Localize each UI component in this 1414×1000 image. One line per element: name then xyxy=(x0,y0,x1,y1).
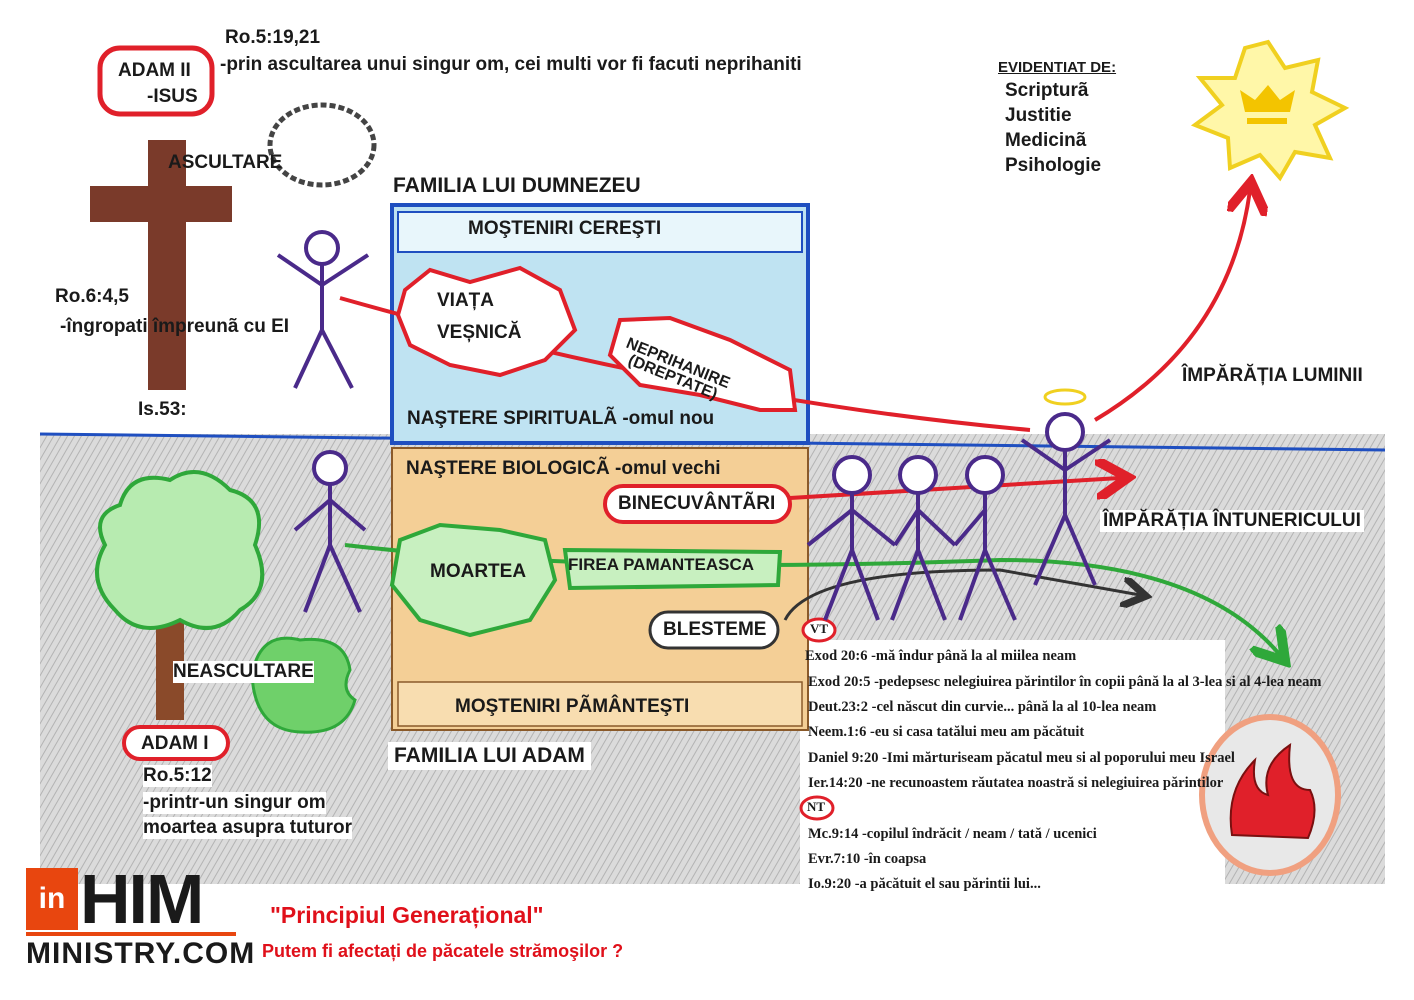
saved-man-figure xyxy=(1020,412,1112,586)
verse-vt: Neem.1:6 -eu si casa tatălui meu am păcă… xyxy=(808,724,1085,740)
generation-figure-3 xyxy=(953,455,1017,621)
evidentiat-item: Medicinã xyxy=(1005,130,1087,151)
ro5-12-ref: Ro.5:12 xyxy=(143,765,212,787)
ro6-ref: Ro.6:4,5 xyxy=(55,286,129,307)
kingdom-light: ÎMPĂRĂȚIA LUMINII xyxy=(1182,365,1363,386)
generation-figure-1 xyxy=(806,455,897,621)
kingdom-darkness: ÎMPĂRĂȚIA ÎNTUNERICULUI xyxy=(1100,510,1364,532)
verse-vt: Ier.14:20 -ne recunoastem răutatea noast… xyxy=(808,775,1224,791)
new-man-figure xyxy=(276,230,370,389)
evidentiat-item: Scripturã xyxy=(1005,80,1089,101)
verse-vt: Deut.23:2 -cel născut din curvie... până… xyxy=(808,699,1157,715)
ro5-19-text: -prin ascultarea unui singur om, cei mul… xyxy=(220,54,802,75)
biological-birth: NAŞTERE BIOLOGICÃ -omul vechi xyxy=(406,458,721,479)
verse-nt: Evr.7:10 -în coapsa xyxy=(808,851,927,867)
earthly-nature-label: FIREA PAMANTEASCA xyxy=(568,555,755,574)
apple-icon xyxy=(250,636,357,734)
is53-ref: Is.53: xyxy=(138,399,187,420)
viata-label: VIAȚA xyxy=(437,290,494,311)
sun-crown-icon xyxy=(1190,39,1350,182)
verse-vt: Daniel 9:20 -Imi mărturiseam păcatul meu… xyxy=(808,750,1235,766)
family-adam-title: FAMILIA LUI ADAM xyxy=(388,742,591,770)
vesnica-label: VEȘNICĂ xyxy=(437,322,522,343)
curses-label: BLESTEME xyxy=(663,619,767,640)
footer-title: "Principiul Generațional" xyxy=(270,902,544,928)
ro5-12-line1: -printr-un singur om xyxy=(143,792,326,814)
ro5-12-line2: moartea asupra tuturor xyxy=(143,817,353,839)
ascultare-label: ASCULTARE xyxy=(168,152,283,173)
neascultare-label: NEASCULTARE xyxy=(173,661,314,683)
heavenly-inheritance: MOŞTENIRI CEREŞTI xyxy=(468,218,662,239)
adam1-label: ADAM I xyxy=(141,733,209,754)
adam2-label: ADAM II xyxy=(118,60,191,81)
generation-figure-2 xyxy=(890,455,957,621)
footer-subtitle: Putem fi afectați de păcatele strămoşilo… xyxy=(262,941,624,961)
isus-label: -ISUS xyxy=(147,86,198,107)
evidentiat-title: EVIDENTIAT DE: xyxy=(998,59,1117,76)
earthly-inheritance: MOŞTENIRI PÃMÂNTEŞTI xyxy=(455,696,690,717)
stick-figures xyxy=(276,230,1112,621)
nt-label: NT xyxy=(807,799,826,814)
tree-icon xyxy=(95,470,265,720)
halo-icon xyxy=(1043,388,1087,406)
old-man-figure xyxy=(293,450,367,613)
vt-label: VT xyxy=(810,621,829,636)
verse-nt: Mc.9:14 -copilul îndrăcit / neam / tată … xyxy=(808,826,1097,842)
verse-nt: Io.9:20 -a păcătuit el sau părintii lui.… xyxy=(808,876,1041,892)
death-label: MOARTEA xyxy=(430,561,527,582)
spiritual-birth: NAŞTERE SPIRITUALÃ -omul nou xyxy=(407,408,715,429)
ro6-text: -îngropati împreunã cu EI xyxy=(60,316,290,337)
evidentiat-item: Psihologie xyxy=(1005,155,1102,176)
family-god-title: FAMILIA LUI DUMNEZEU xyxy=(393,174,641,197)
crown-of-thorns-icon xyxy=(267,102,377,188)
verse-vt: Exod 20:6 -mă îndur până la al miilea ne… xyxy=(805,648,1077,664)
hell-fire-icon xyxy=(1199,714,1341,876)
verse-vt: Exod 20:5 -pedepsesc nelegiuirea părinti… xyxy=(808,674,1322,690)
evidentiat-item: Justitie xyxy=(1005,105,1072,126)
ro5-19-ref: Ro.5:19,21 xyxy=(225,27,321,48)
inhim-logo: in HIM MINISTRY.COM xyxy=(26,860,256,970)
blessings-label: BINECUVÂNTÃRI xyxy=(618,493,776,514)
cross-icon xyxy=(90,140,232,390)
